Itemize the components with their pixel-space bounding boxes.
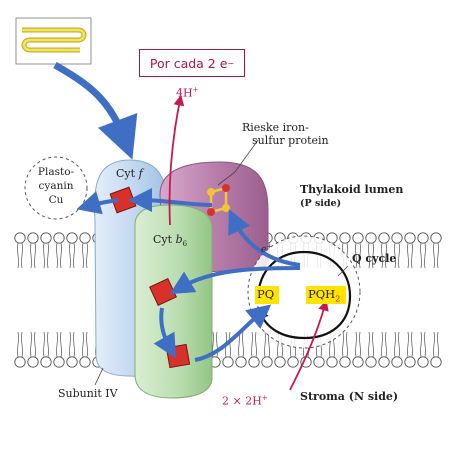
electron-arrow-fes-to-f [128, 188, 213, 213]
electron-arrow-heme-to-pq [194, 304, 272, 362]
stroma-label: Stroma (N side) [300, 390, 399, 403]
electron-arrow-pqh2-to-fes [228, 209, 301, 267]
per-electron-label: Por cada 2 e− [139, 49, 245, 77]
electron-arrow-to-plastocyanin [76, 191, 119, 215]
lumen-label: Thylakoid lumen (P side) [300, 183, 404, 209]
rieske-label: Rieske iron- sulfur protein [242, 121, 329, 147]
q-cycle-region [247, 235, 361, 349]
proton-out-arrow [168, 94, 185, 226]
electron-arrow-pqh2-to-heme [169, 266, 301, 295]
plastocyanin-label: Plasto- cyanin Cu [37, 166, 75, 206]
zoom-arrow-icon [53, 61, 138, 160]
electron-label: e− [261, 243, 272, 255]
plastocyanin-region [24, 156, 88, 220]
pqh2-label: PQH2 [308, 287, 341, 304]
proton-in-arrow [289, 299, 329, 391]
pq-label: PQ [257, 287, 275, 301]
qcycle-leader-line [337, 265, 349, 277]
pqh2-highlight [306, 286, 346, 304]
thylakoid-icon [15, 17, 92, 65]
subunit-iv-label: Subunit IV [58, 387, 118, 400]
electron-arrow-heme-to-heme [153, 307, 176, 359]
cyt-f-label: Cyt f [116, 167, 143, 180]
cyt-b6-label: Cyt b6 [153, 233, 188, 249]
pq-highlight [255, 286, 279, 304]
subunit-leader-line [94, 367, 104, 386]
rieske-leader-line [217, 139, 259, 186]
proton-out-label: 4H+ [176, 86, 199, 100]
proton-in-label: 2 × 2H+ [222, 394, 268, 408]
q-cycle-label: Q cycle [352, 252, 397, 265]
